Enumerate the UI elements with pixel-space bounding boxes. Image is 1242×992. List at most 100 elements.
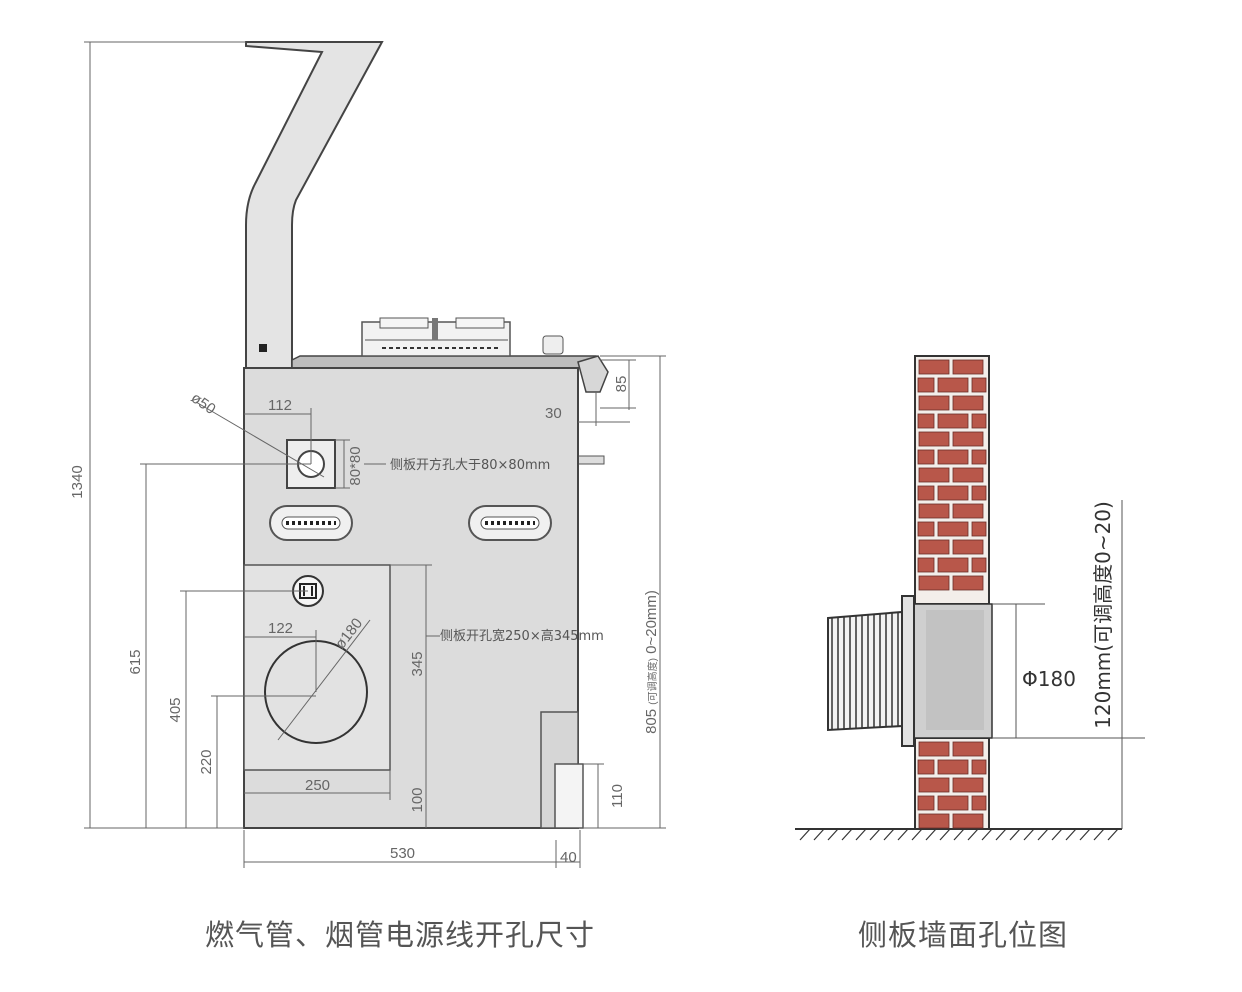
hatch-mark (855, 828, 867, 841)
hatch-mark (827, 828, 839, 841)
brick (971, 795, 987, 811)
brick (937, 449, 969, 465)
wall-dimension-lines (992, 500, 1145, 829)
hatch-mark (1037, 828, 1049, 841)
dim-220: 220 (198, 749, 215, 774)
brick (952, 395, 984, 411)
hatch-mark (1093, 828, 1105, 841)
brick (971, 413, 987, 429)
dim-40: 40 (560, 849, 577, 866)
brick (937, 521, 969, 537)
dim-805: 805 (可调高度) 0~20mm) (643, 590, 660, 734)
brick (918, 503, 950, 519)
dim-805-group: 805 (可调高度) 0~20mm) (643, 590, 660, 734)
hatch-mark (1079, 828, 1091, 841)
hatch-mark (813, 828, 825, 841)
hatch-mark (799, 828, 811, 841)
brick (952, 539, 984, 555)
dim-530: 530 (390, 845, 415, 862)
note-square-hole: 侧板开方孔大于80×80mm (390, 457, 550, 473)
hatch-mark (925, 828, 937, 841)
brick (971, 557, 987, 573)
dim-85: 85 (613, 376, 630, 393)
hatch-mark (841, 828, 853, 841)
brick (917, 413, 935, 429)
hatch-mark (883, 828, 895, 841)
ground-hatch (799, 828, 1119, 841)
pipe-flange (901, 595, 915, 747)
countertop (291, 355, 597, 369)
brick (952, 813, 984, 829)
brick (971, 377, 987, 393)
brick (952, 503, 984, 519)
dim-615: 615 (127, 649, 144, 674)
hatch-mark (897, 828, 909, 841)
dim-1340: 1340 (69, 465, 86, 498)
hatch-mark (1107, 828, 1119, 841)
dim-110: 110 (609, 784, 626, 808)
brick (952, 777, 984, 793)
dim-112: 112 (268, 397, 292, 414)
hatch-mark (869, 828, 881, 841)
hatch-mark (967, 828, 979, 841)
hatch-mark (981, 828, 993, 841)
brick (918, 359, 950, 375)
brick (952, 359, 984, 375)
flue-pipe (245, 41, 384, 369)
dim-250: 250 (305, 777, 330, 794)
hatch-mark (953, 828, 965, 841)
hole-shadow (926, 610, 984, 730)
brick (937, 413, 969, 429)
vent-left (269, 505, 353, 541)
dimension-lines (84, 41, 666, 868)
dim-345: 345 (409, 651, 426, 676)
note-large-hole: 侧板开孔宽250×高345mm (440, 628, 604, 644)
brick (937, 557, 969, 573)
brick (917, 557, 935, 573)
brick (918, 777, 950, 793)
side-knob (577, 355, 609, 393)
hatch-mark (911, 828, 923, 841)
burner-assembly (361, 317, 564, 357)
dim-405: 405 (167, 697, 184, 722)
hatch-mark (995, 828, 1007, 841)
brick (918, 741, 950, 757)
brick (918, 431, 950, 447)
dim-30: 30 (545, 405, 562, 422)
caption-right: 侧板墙面孔位图 (858, 918, 1069, 952)
brick (917, 521, 935, 537)
hatch-mark (1023, 828, 1035, 841)
hatch-mark (1009, 828, 1021, 841)
brick (918, 575, 950, 591)
brick (917, 759, 935, 775)
brick (952, 431, 984, 447)
side-bracket (577, 455, 605, 465)
bricks-lower (917, 741, 987, 829)
dim-122: 122 (268, 620, 293, 637)
brick (937, 485, 969, 501)
brick (952, 741, 984, 757)
wall-adjust-height: 120mm(可调高度0~20) (1091, 501, 1115, 729)
brick (918, 539, 950, 555)
brick (971, 521, 987, 537)
foot-block (554, 763, 584, 829)
brick (971, 759, 987, 775)
brick (952, 575, 984, 591)
stove-drawing: 1340 ø50 112 80*80 侧板开方孔大于80×80mm 615 40… (69, 41, 666, 868)
dim-pipe-diameter: ø50 (188, 389, 219, 418)
wall-drawing: Φ180 120mm(可调高度0~20) (795, 355, 1145, 841)
hatch-mark (1051, 828, 1063, 841)
brick (917, 795, 935, 811)
bricks-upper (917, 359, 987, 591)
brick (971, 449, 987, 465)
brick (917, 485, 935, 501)
vent-right (468, 505, 552, 541)
dim-100: 100 (409, 787, 426, 812)
pipe-switch (259, 344, 267, 352)
flex-duct (827, 610, 903, 732)
brick (917, 449, 935, 465)
hatch-mark (939, 828, 951, 841)
brick (917, 377, 935, 393)
brick (918, 395, 950, 411)
